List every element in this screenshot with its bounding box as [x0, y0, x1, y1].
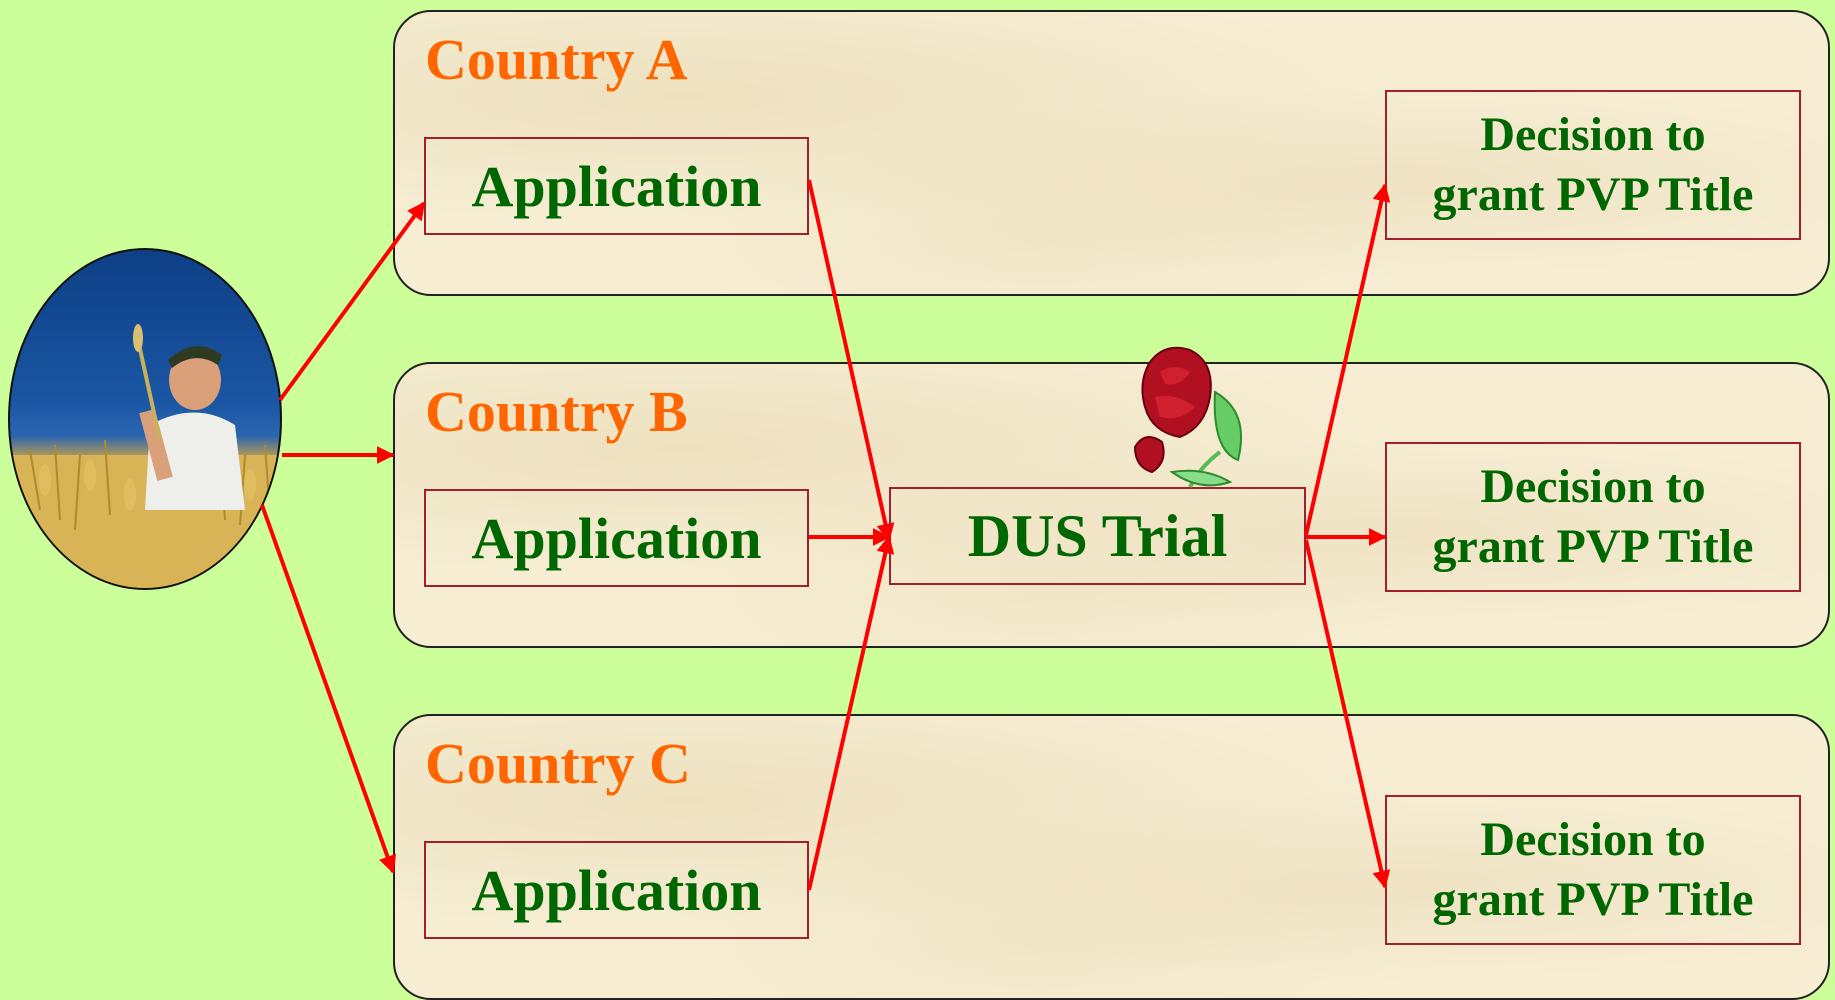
country-b-decision-box: Decision to grant PVP Title: [1385, 442, 1801, 592]
country-c-application-box: Application: [424, 841, 809, 939]
country-c-title: Country C: [425, 731, 691, 796]
country-c-panel: Country C: [393, 714, 1830, 1000]
country-a-panel: Country A: [393, 10, 1830, 296]
country-b-panel: Country B: [393, 362, 1830, 648]
country-a-decision-box: Decision to grant PVP Title: [1385, 90, 1801, 240]
country-b-title: Country B: [425, 379, 688, 444]
dus-trial-box: DUS Trial: [889, 487, 1306, 585]
country-c-decision-box: Decision to grant PVP Title: [1385, 795, 1801, 945]
country-a-title: Country A: [425, 27, 688, 92]
arrow-photo-to-country-c: [260, 504, 397, 874]
country-a-application-box: Application: [424, 137, 809, 235]
breeder-photo: [8, 248, 282, 590]
country-b-application-box: Application: [424, 489, 809, 587]
rose-icon: [1120, 342, 1260, 502]
breeder-photo-illustration: [10, 324, 280, 588]
